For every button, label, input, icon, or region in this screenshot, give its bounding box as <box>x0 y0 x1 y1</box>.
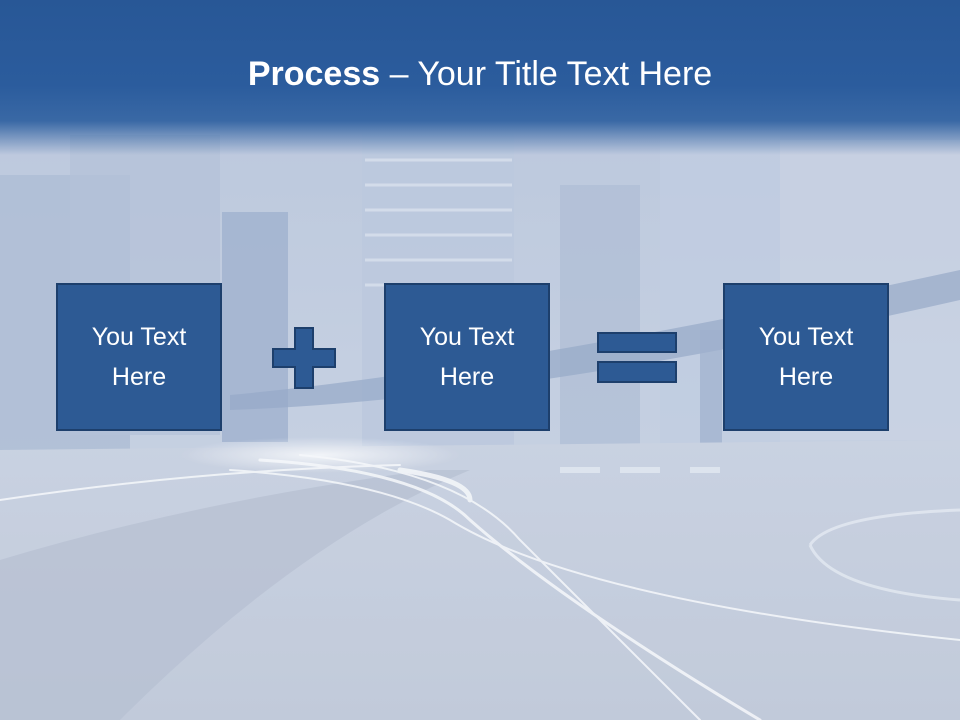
title-band <box>0 0 960 155</box>
slide-title-rest: – Your Title Text Here <box>380 55 713 93</box>
equals-icon <box>597 332 677 383</box>
process-box-1-label: You Text Here <box>91 323 187 391</box>
plus-icon <box>272 327 336 389</box>
process-box-2-label: You Text Here <box>419 323 515 391</box>
slide-title-bold: Process <box>247 55 381 93</box>
slide-title: Process – Your Title Text Here <box>0 52 960 96</box>
process-box-2[interactable]: You Text Here <box>384 283 550 431</box>
process-box-1[interactable]: You Text Here <box>56 283 222 431</box>
process-box-3[interactable]: You Text Here <box>723 283 889 431</box>
process-box-3-label: You Text Here <box>758 323 854 391</box>
